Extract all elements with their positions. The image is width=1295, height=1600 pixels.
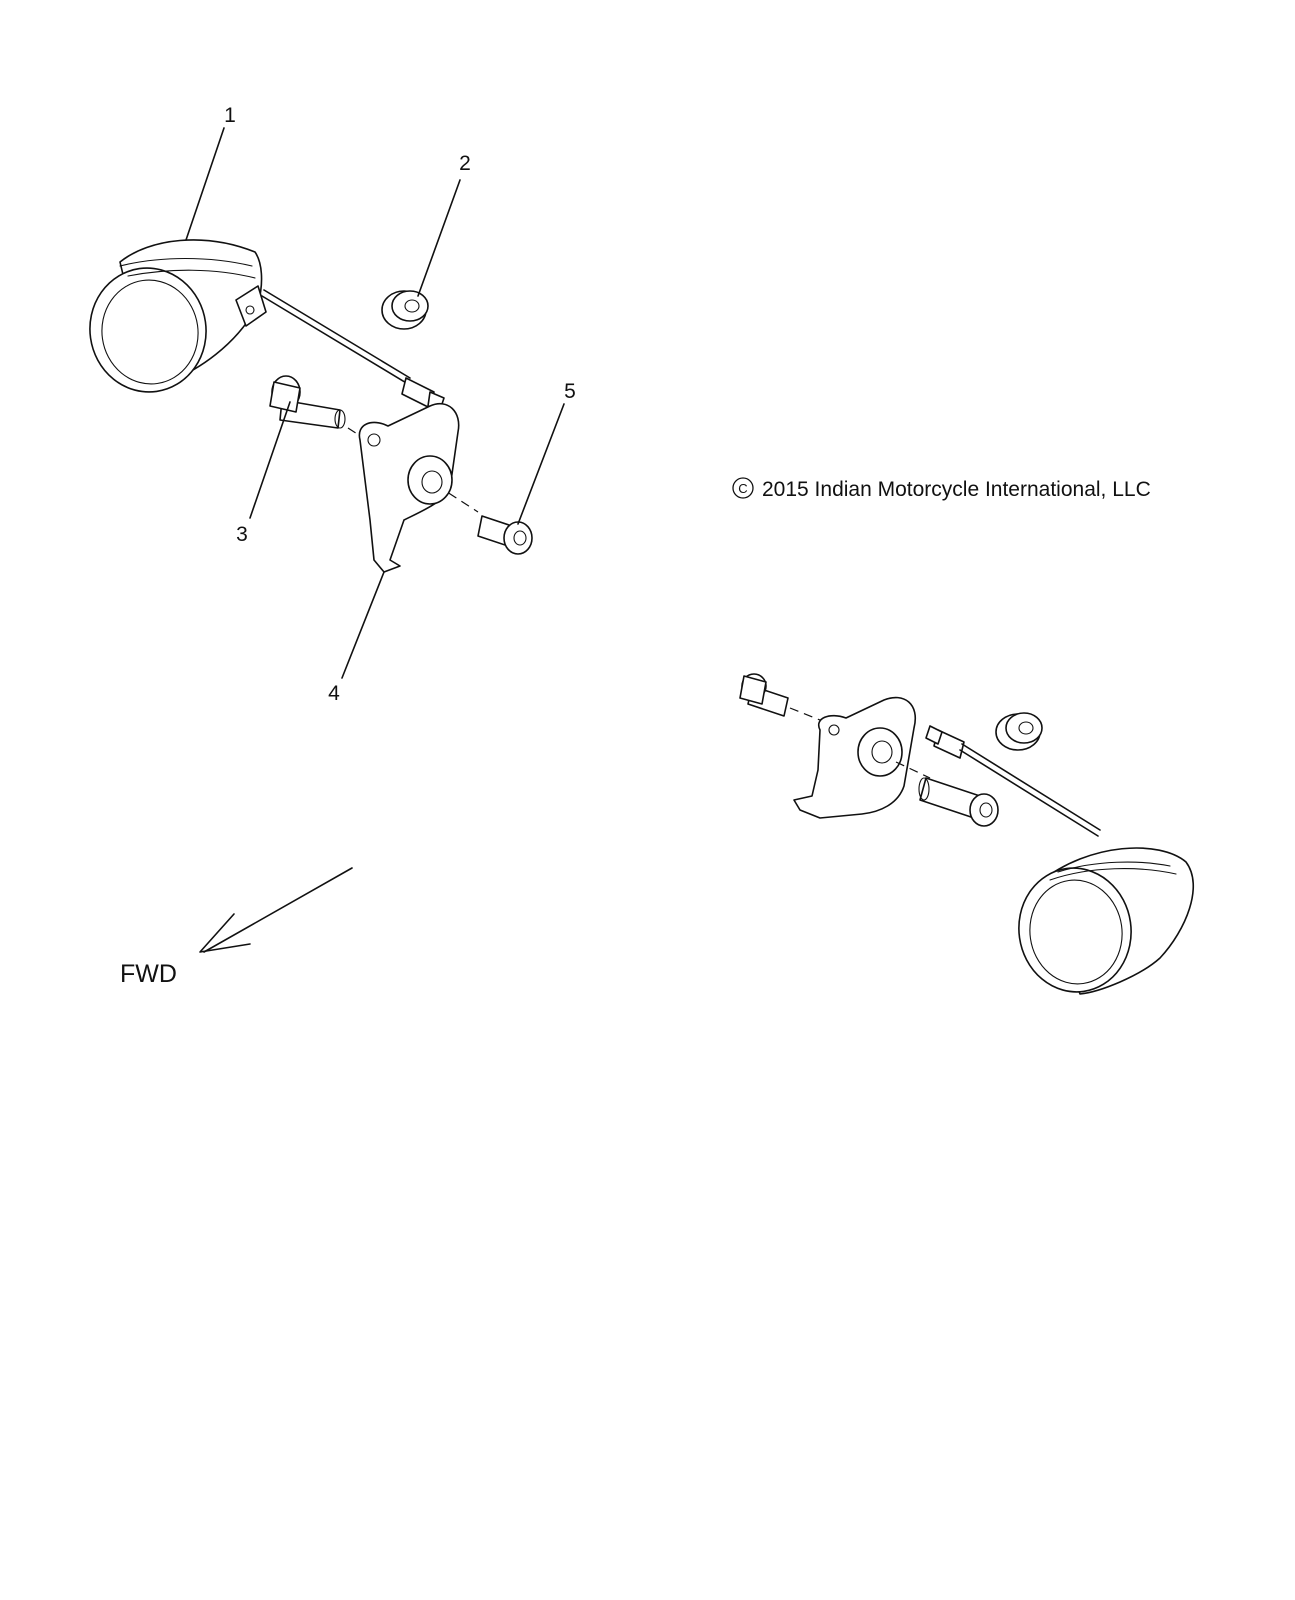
svg-text:2: 2	[459, 152, 471, 175]
svg-text:4: 4	[328, 682, 340, 705]
forward-direction-arrow: FWD	[120, 867, 353, 988]
left-assembly: 1 2 3 4 5	[89, 104, 576, 705]
callout-1: 1	[185, 104, 236, 241]
svg-text:3: 3	[236, 523, 248, 546]
copyright-notice: C 2015 Indian Motorcycle International, …	[732, 477, 1151, 501]
short-bolt-right	[739, 673, 789, 717]
grommet-left	[381, 290, 429, 330]
grommet-right	[995, 712, 1043, 751]
callout-2: 2	[417, 152, 471, 297]
turn-signal-lamp-right	[1018, 847, 1195, 995]
long-bolt-right	[918, 777, 999, 827]
fwd-label: FWD	[120, 960, 177, 988]
right-assembly	[739, 673, 1195, 995]
turn-signal-lamp-left	[89, 239, 445, 411]
mounting-bracket-right	[793, 696, 917, 819]
copyright-symbol: C	[738, 481, 747, 496]
svg-text:5: 5	[564, 380, 576, 403]
svg-text:1: 1	[224, 104, 236, 127]
callout-5: 5	[517, 380, 576, 525]
callout-4: 4	[328, 571, 385, 705]
callout-3: 3	[236, 401, 291, 546]
mounting-bracket-left	[358, 403, 460, 573]
short-bolt-left	[477, 515, 533, 555]
copyright-text: 2015 Indian Motorcycle International, LL…	[762, 478, 1151, 501]
long-bolt-left	[269, 375, 346, 429]
wire-connector-right	[925, 725, 1101, 837]
